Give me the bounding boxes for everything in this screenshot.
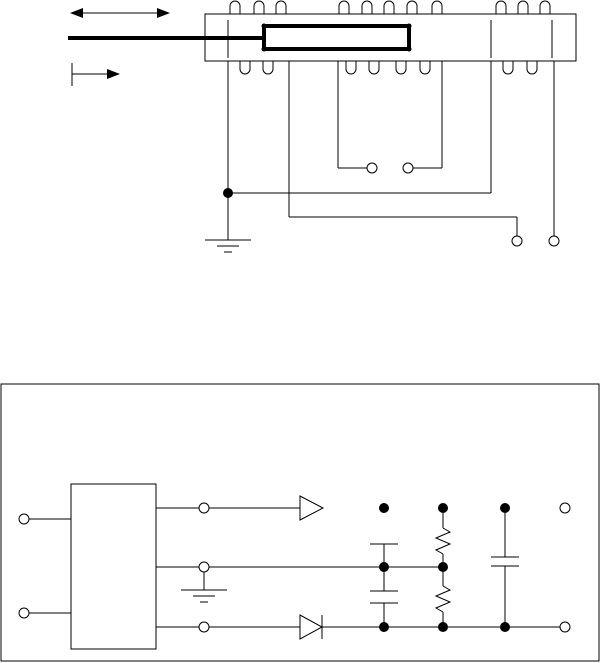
conditioning-circuit [0, 383, 600, 662]
node-dot [438, 622, 448, 632]
movable-core [261, 23, 412, 52]
capacitor-stack [370, 543, 398, 627]
buffer-amplifier [299, 495, 325, 521]
node-dot [438, 562, 448, 572]
terminal-b [548, 235, 560, 247]
input-terminal-top [18, 513, 30, 525]
node-dot [438, 503, 448, 513]
node-dot [379, 562, 389, 572]
coil-internal-leads [227, 20, 553, 58]
node-dot [379, 622, 389, 632]
demodulator-block [70, 483, 157, 650]
circuit-frame [0, 383, 600, 662]
motion-double-arrow [70, 8, 170, 18]
filter-capacitor [491, 508, 519, 627]
common-junction-dot [223, 188, 233, 198]
lvdt-assembly [68, 0, 577, 253]
output-terminal-right [402, 162, 414, 174]
block-output-terminal-3 [198, 621, 210, 633]
node-dot [379, 503, 389, 513]
node-dot [500, 503, 510, 513]
displacement-arrow [71, 63, 120, 86]
output-terminal-top [559, 502, 571, 514]
input-terminal-bottom [18, 607, 30, 619]
ground-symbol-top [205, 239, 251, 253]
lvdt-wiring [227, 61, 555, 240]
block-output-terminal-1 [198, 502, 210, 514]
ground-symbol-bottom [181, 589, 227, 603]
block-output-terminal-2 [198, 561, 210, 573]
output-terminal-left [366, 162, 378, 174]
secondary-winding-right [495, 0, 551, 75]
output-terminal-bottom [559, 621, 571, 633]
terminal-a [511, 235, 523, 247]
rectifier-diode [299, 614, 324, 640]
coil-bobbin [204, 13, 577, 62]
primary-winding [229, 0, 287, 75]
node-dot [500, 622, 510, 632]
secondary-winding-center [338, 0, 443, 75]
